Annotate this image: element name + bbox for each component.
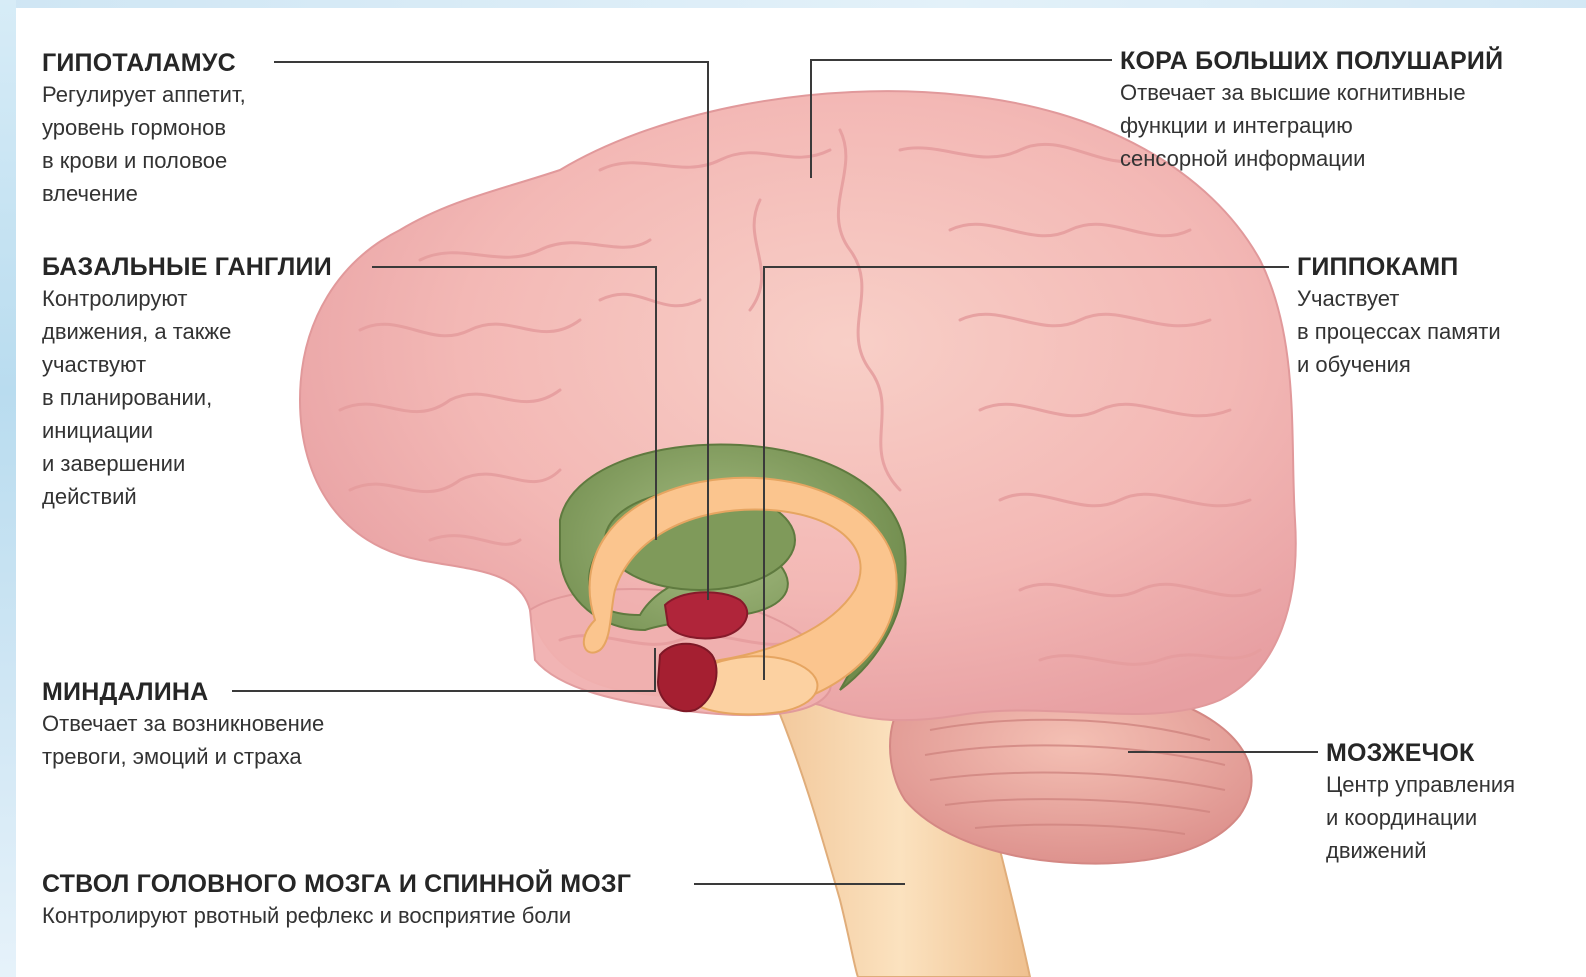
label-cortex: КОРА БОЛЬШИХ ПОЛУШАРИЙ Отвечает за высши… bbox=[1120, 46, 1503, 175]
cerebellum-description: Центр управления и координации движений bbox=[1326, 768, 1515, 867]
cortex-description: Отвечает за высшие когнитивные функции и… bbox=[1120, 76, 1503, 175]
label-amygdala: МИНДАЛИНА Отвечает за возникновение трев… bbox=[42, 677, 324, 773]
amygdala-description: Отвечает за возникновение тревоги, эмоци… bbox=[42, 707, 324, 773]
label-basal-ganglia: БАЗАЛЬНЫЕ ГАНГЛИИ Контролируют движения,… bbox=[42, 252, 332, 513]
hypothalamus-description: Регулирует аппетит, уровень гормонов в к… bbox=[42, 78, 246, 210]
label-cerebellum: МОЗЖЕЧОК Центр управления и координации … bbox=[1326, 738, 1515, 867]
label-hippocampus: ГИППОКАМП Участвует в процессах памяти и… bbox=[1297, 252, 1501, 381]
label-brainstem: СТВОЛ ГОЛОВНОГО МОЗГА И СПИННОЙ МОЗГ Кон… bbox=[42, 869, 631, 932]
basal-ganglia-title: БАЗАЛЬНЫЕ ГАНГЛИИ bbox=[42, 252, 332, 282]
hippocampus-description: Участвует в процессах памяти и обучения bbox=[1297, 282, 1501, 381]
brainstem-title: СТВОЛ ГОЛОВНОГО МОЗГА И СПИННОЙ МОЗГ bbox=[42, 869, 631, 899]
amygdala-title: МИНДАЛИНА bbox=[42, 677, 324, 707]
hypothalamus-shape bbox=[665, 592, 747, 638]
cerebellum-title: МОЗЖЕЧОК bbox=[1326, 738, 1515, 768]
label-hypothalamus: ГИПОТАЛАМУС Регулирует аппетит, уровень … bbox=[42, 48, 246, 210]
cortex-title: КОРА БОЛЬШИХ ПОЛУШАРИЙ bbox=[1120, 46, 1503, 76]
hippocampus-title: ГИППОКАМП bbox=[1297, 252, 1501, 282]
hypothalamus-title: ГИПОТАЛАМУС bbox=[42, 48, 246, 78]
brainstem-description: Контролируют рвотный рефлекс и восприяти… bbox=[42, 899, 631, 932]
basal-ganglia-description: Контролируют движения, а также участвуют… bbox=[42, 282, 332, 513]
